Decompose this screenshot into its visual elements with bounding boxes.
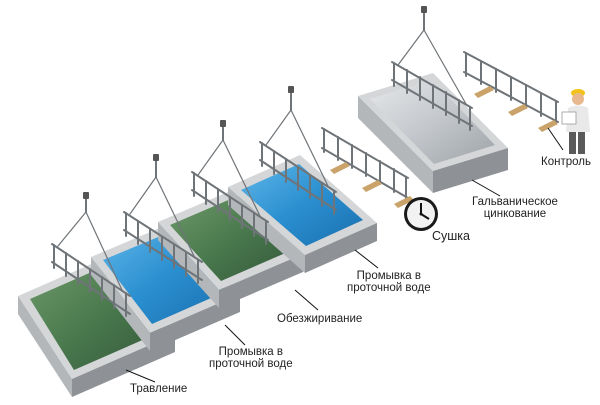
- label-pickling: Травление: [130, 383, 188, 395]
- crane-hook-icon: [153, 154, 159, 161]
- crane-hook-icon: [421, 6, 427, 13]
- tank-galvanizing: [358, 73, 508, 193]
- tank-degreasing: [158, 186, 303, 308]
- rack-4: [259, 89, 337, 215]
- crane-hook-icon: [288, 86, 294, 93]
- label-rinse-2-line1: Промывка в: [356, 270, 421, 282]
- worker-icon: [561, 89, 590, 154]
- label-control: Контроль: [541, 156, 591, 168]
- leader-lines: [125, 127, 564, 383]
- wood-supports: [330, 86, 558, 208]
- label-drying: Сушка: [432, 229, 471, 243]
- clock-icon: [404, 197, 438, 231]
- label-rinse-2-line2: проточной воде: [347, 282, 431, 294]
- label-galvanizing: Гальваническое цинкование: [472, 196, 558, 220]
- rack-2: [123, 157, 203, 284]
- crane-hook-icon: [220, 120, 226, 127]
- crane-hooks: [83, 6, 427, 199]
- rack-drying: [321, 127, 409, 201]
- rack-1: [51, 195, 131, 317]
- label-rinse-1: Промывка в проточной воде: [209, 346, 293, 370]
- rack-control: [463, 51, 559, 125]
- label-galvanizing-line2: цинкование: [483, 208, 547, 220]
- label-degreasing: Обезжиривание: [277, 313, 363, 325]
- label-rinse-2: Промывка в проточной воде: [347, 270, 431, 294]
- label-rinse-1-line2: проточной воде: [209, 358, 293, 370]
- label-rinse-1-line1: Промывка в: [218, 346, 283, 358]
- label-galvanizing-line1: Гальваническое: [472, 196, 558, 208]
- rack-3: [191, 123, 269, 245]
- rack-galvanizing: [391, 9, 473, 131]
- crane-hook-icon: [83, 192, 89, 199]
